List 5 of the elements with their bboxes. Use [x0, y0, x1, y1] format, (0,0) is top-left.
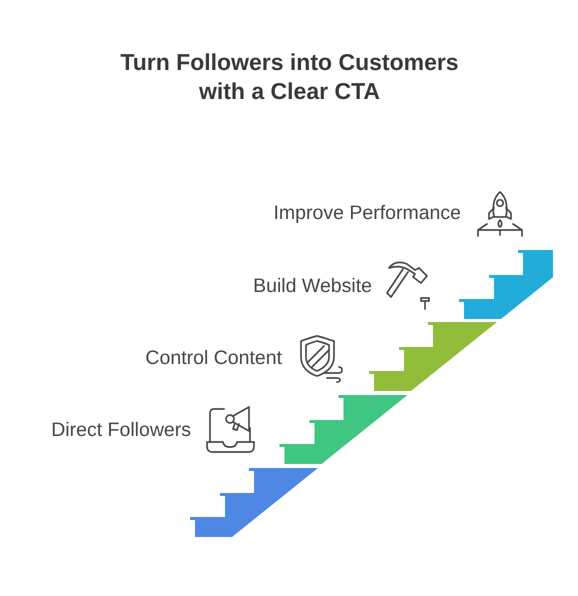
step-label: Improve Performance — [274, 202, 461, 224]
step-label: Build Website — [253, 275, 372, 297]
title: Turn Followers into Customers with a Clear CTA — [119, 48, 460, 106]
step-label: Direct Followers — [51, 419, 191, 441]
step-label: Control Content — [145, 347, 282, 369]
